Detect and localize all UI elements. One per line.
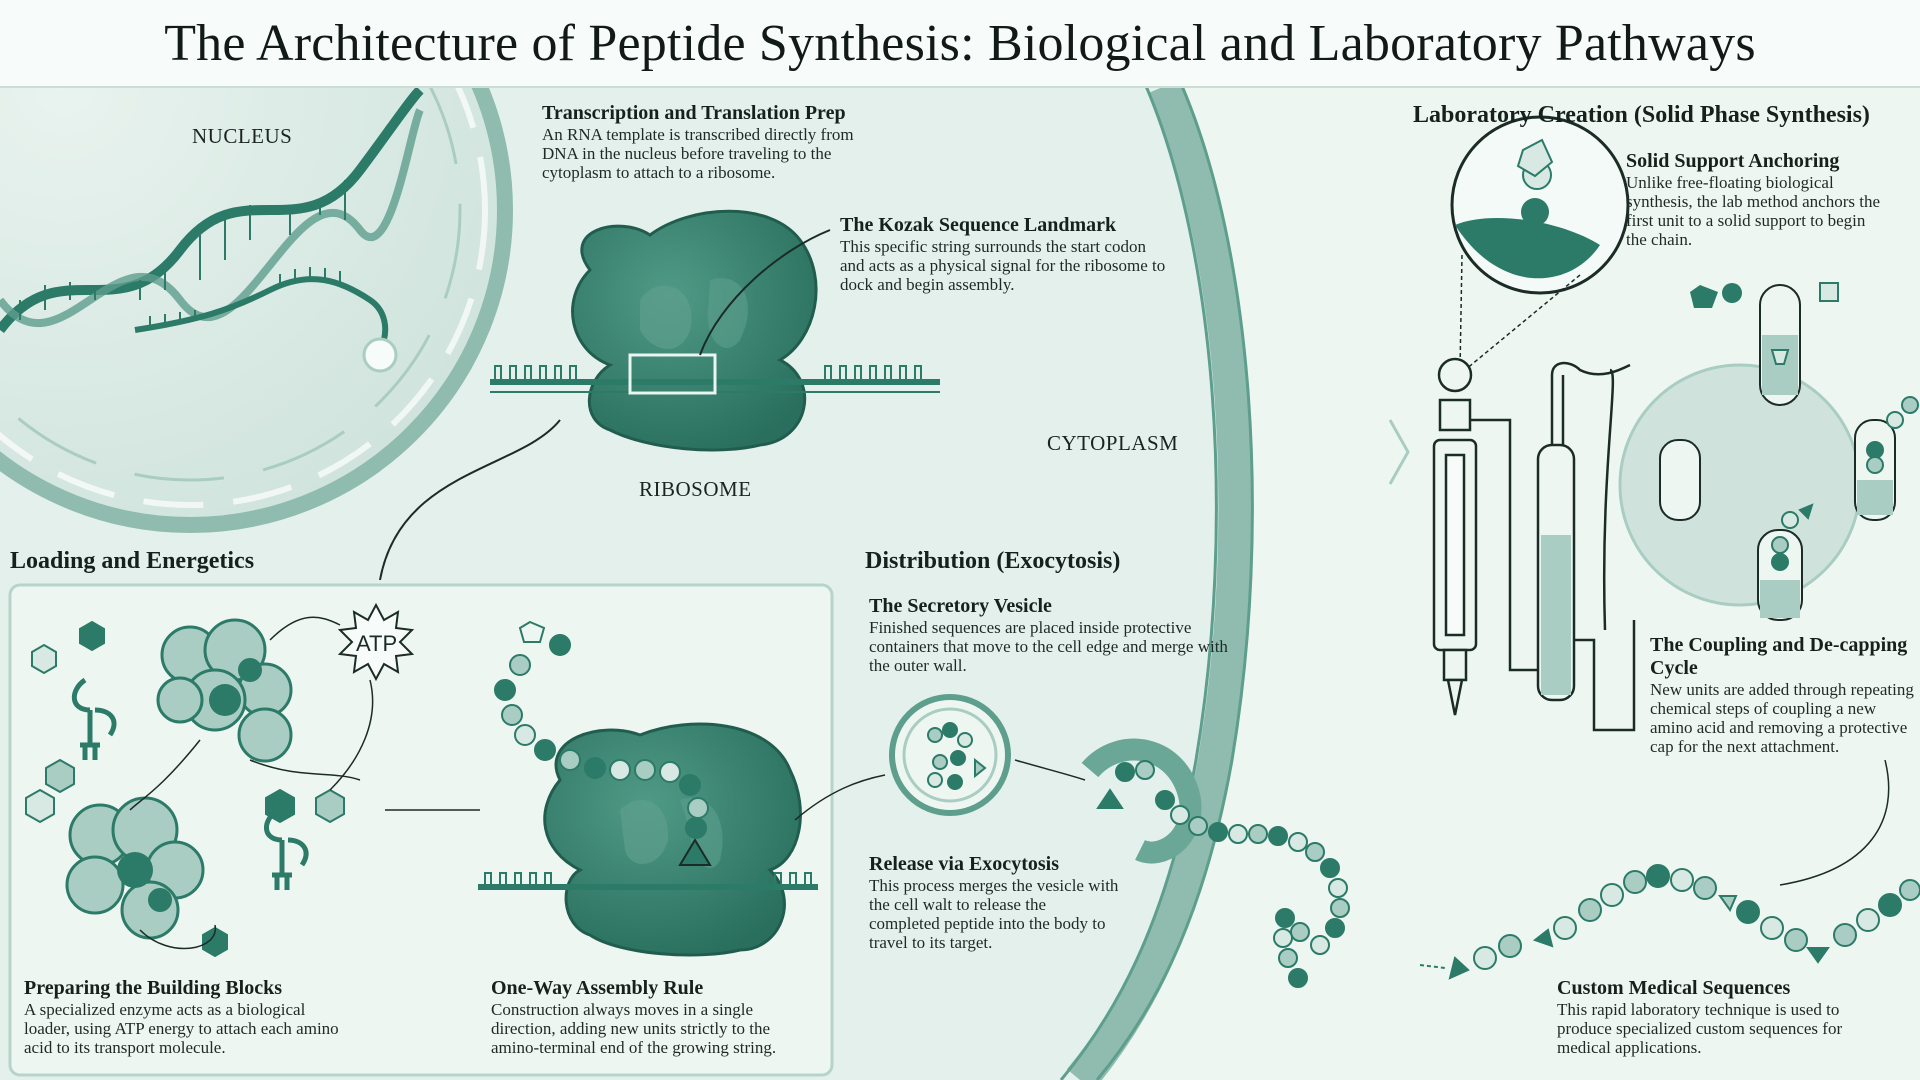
callout-solid-support: Solid Support Anchoring Unlike free-floa… <box>1626 150 1886 249</box>
trna-left <box>71 677 117 760</box>
callout-body: This rapid laboratory technique is used … <box>1557 1000 1843 1057</box>
callout-kozak: The Kozak Sequence Landmark This specifi… <box>840 214 1170 294</box>
callout-custom-sequences: Custom Medical Sequences This rapid labo… <box>1557 977 1887 1057</box>
callout-body: This specific string surrounds the start… <box>840 237 1166 294</box>
callout-transcription: Transcription and Translation Prep An RN… <box>542 102 892 182</box>
mrna-strand <box>134 276 389 352</box>
peptide-chain-released <box>1096 760 1350 988</box>
distribution-section-heading: Distribution (Exocytosis) <box>865 548 1121 574</box>
callout-building-blocks: Preparing the Building Blocks A speciali… <box>24 977 354 1057</box>
nucleus <box>0 0 513 533</box>
callout-title: The Coupling and De-capping Cycle <box>1650 634 1908 679</box>
atp-label: ATP <box>356 631 398 656</box>
callout-title: Preparing the Building Blocks <box>24 977 283 999</box>
laboratory-section-heading: Laboratory Creation (Solid Phase Synthes… <box>1413 102 1870 128</box>
exocytosis-opening <box>1081 738 1202 864</box>
callout-title: The Secretory Vesicle <box>869 595 1052 617</box>
synthesis-column <box>1432 357 1548 716</box>
callout-title: Release via Exocytosis <box>869 853 1059 875</box>
kozak-highlight <box>628 353 717 395</box>
custom-sequence-chain <box>1419 864 1920 980</box>
peptide-chain-growing <box>494 620 709 839</box>
callout-coupling-cycle: The Coupling and De-capping Cycle New un… <box>1650 634 1918 756</box>
enzyme-lower <box>65 796 205 940</box>
atp-burst <box>337 602 415 682</box>
callout-body: New units are added through repeating ch… <box>1650 680 1914 756</box>
callout-body: A specialized enzyme acts as a biologica… <box>24 1000 339 1057</box>
callout-release-exocytosis: Release via Exocytosis This process merg… <box>869 853 1119 952</box>
amino-acids-loading <box>25 620 345 958</box>
solid-support-magnifier <box>1450 115 1630 371</box>
callout-body: Unlike free-floating biological synthesi… <box>1626 173 1881 249</box>
callout-secretory-vesicle: The Secretory Vesicle Finished sequences… <box>869 595 1229 675</box>
ribosome-label: RIBOSOME <box>639 477 752 501</box>
callout-title: Custom Medical Sequences <box>1557 977 1791 999</box>
callout-body: Finished sequences are placed inside pro… <box>869 618 1228 675</box>
coupling-cycle <box>1618 284 1919 621</box>
callout-body: An RNA template is transcribed directly … <box>542 125 854 182</box>
cytoplasm-label: CYTOPLASM <box>1047 431 1179 455</box>
reservoir-column <box>1536 361 1636 732</box>
nucleus-label: NUCLEUS <box>192 124 293 148</box>
loading-section-heading: Loading and Energetics <box>10 548 255 574</box>
dna-helix <box>0 86 424 334</box>
trna-right <box>264 807 309 890</box>
callout-one-way-assembly: One-Way Assembly Rule Construction alway… <box>491 977 821 1057</box>
page-title: The Architecture of Peptide Synthesis: B… <box>164 14 1756 72</box>
ribosome-top <box>490 209 940 452</box>
secretory-vesicle <box>889 694 1011 816</box>
callout-title: Solid Support Anchoring <box>1626 150 1840 172</box>
ribosome-bottom <box>478 722 818 957</box>
cell-membrane <box>1066 79 1253 1080</box>
callout-title: One-Way Assembly Rule <box>491 977 704 999</box>
header-bar: The Architecture of Peptide Synthesis: B… <box>0 0 1920 88</box>
callout-body: Construction always moves in a single di… <box>491 1000 777 1057</box>
callout-body: This process merges the vesicle with the… <box>869 876 1119 952</box>
callout-title: Transcription and Translation Prep <box>542 102 846 124</box>
callout-title: The Kozak Sequence Landmark <box>840 214 1117 236</box>
